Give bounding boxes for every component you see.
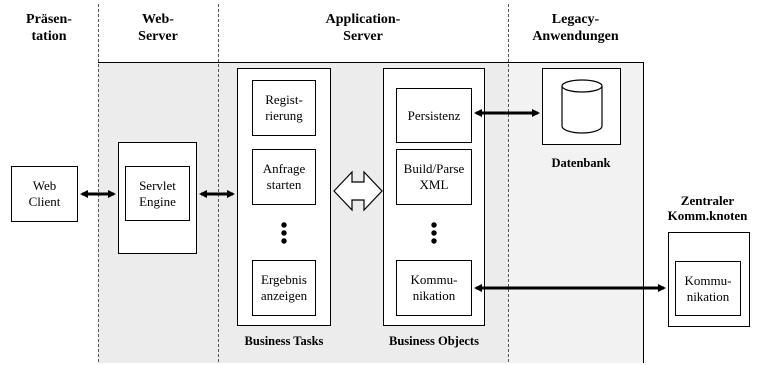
- column-separator-1: [98, 4, 99, 362]
- task-registrierung: Regist- rierung: [252, 80, 316, 136]
- zentral-kommunikation: Kommu- nikation: [675, 261, 741, 316]
- servlet-engine-box: Servlet Engine: [125, 166, 190, 221]
- task-ergebnis-anzeigen: Ergebnis anzeigen: [252, 260, 316, 316]
- block-arrow-tasks-objects: [333, 170, 383, 212]
- header-legacy: Legacy- Anwendungen: [532, 12, 619, 44]
- caption-business-objects: Business Objects: [389, 334, 479, 348]
- server-top-edge: [98, 62, 643, 63]
- caption-datenbank: Datenbank: [551, 156, 611, 170]
- column-separator-3: [508, 4, 509, 362]
- object-persistenz: Persistenz: [396, 88, 472, 143]
- object-kommunikation: Kommu- nikation: [396, 260, 472, 316]
- web-client-box: Web Client: [11, 166, 78, 222]
- objects-ellipsis: • • •: [430, 215, 438, 253]
- caption-business-tasks: Business Tasks: [244, 334, 324, 348]
- database-icon: [561, 79, 603, 134]
- column-separator-2: [218, 4, 219, 362]
- header-webserver: Web- Server: [138, 12, 178, 44]
- caption-zentraler-knoten: Zentraler Komm.knoten: [667, 193, 748, 223]
- task-anfrage-starten: Anfrage starten: [252, 149, 316, 205]
- legacy-right-edge: [643, 62, 644, 363]
- object-build-parse-xml: Build/Parse XML: [396, 149, 472, 205]
- tasks-ellipsis: • • •: [280, 215, 288, 253]
- header-appserver: Application- Server: [325, 12, 401, 44]
- header-praesentation: Präsen- tation: [26, 12, 72, 44]
